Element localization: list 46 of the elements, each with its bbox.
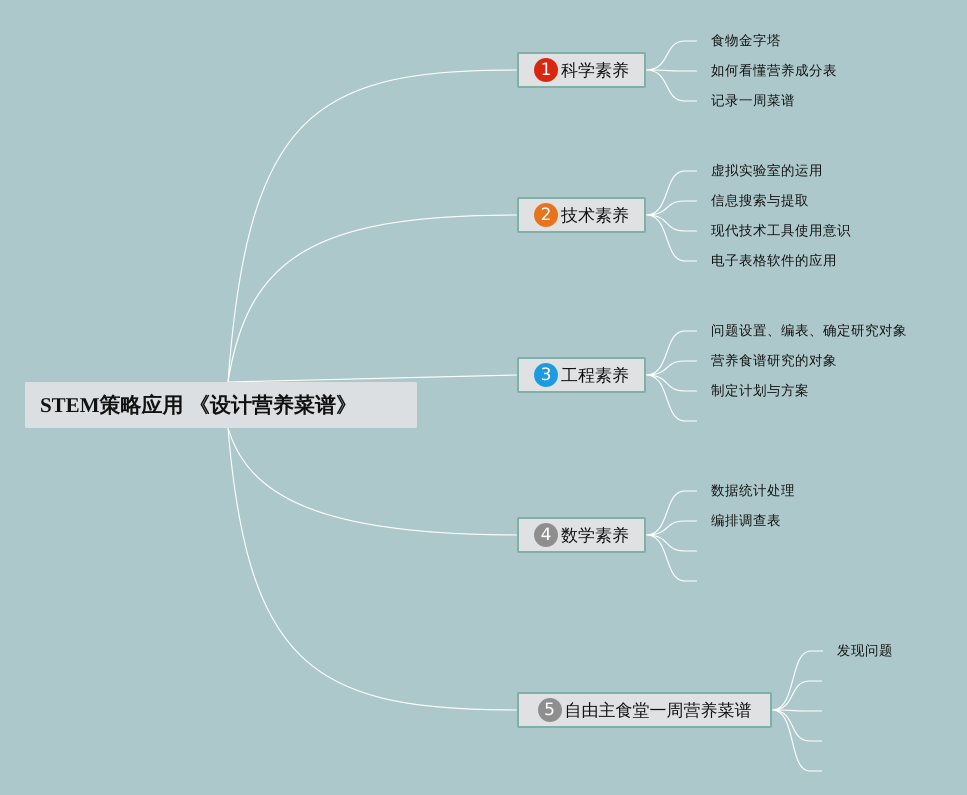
- connector-line: [772, 709, 822, 772]
- connector-line: [227, 214, 517, 382]
- subtopic-label: 编排调查表: [711, 512, 781, 530]
- connector-line: [646, 330, 697, 376]
- connector-line: [646, 69, 697, 102]
- subtopic-label: 虚拟实验室的运用: [711, 162, 823, 180]
- subtopic-label: 发现问题: [837, 642, 893, 660]
- number-circle: 5: [538, 698, 562, 722]
- subtopic-label: 信息搜索与提取: [711, 192, 809, 210]
- number-circle: 3: [534, 363, 558, 387]
- connector-line: [646, 534, 697, 582]
- connector-line: [772, 650, 823, 711]
- subtopic-label: 数据统计处理: [711, 482, 795, 500]
- subtopic-label: 食物金字塔: [711, 32, 781, 50]
- connector-line: [646, 374, 697, 422]
- topic-box: [517, 692, 772, 728]
- subtopic-label: 记录一周菜谱: [711, 92, 795, 110]
- connector-line: [646, 170, 697, 216]
- subtopic-label: 问题设置、编表、确定研究对象: [711, 322, 907, 340]
- connector-line: [646, 490, 697, 536]
- topic-box: [517, 357, 646, 393]
- topic-label: 工程素养: [561, 364, 629, 386]
- subtopic-label: 如何看懂营养成分表: [711, 62, 837, 80]
- subtopic-label: 现代技术工具使用意识: [711, 222, 851, 240]
- connector-line: [646, 214, 697, 262]
- number-circle: 2: [534, 203, 558, 227]
- number-circle: 4: [534, 523, 558, 547]
- connector-line: [228, 374, 518, 383]
- number-circle: 1: [534, 58, 558, 82]
- subtopic-label: 制定计划与方案: [711, 382, 809, 400]
- connector-line: [227, 69, 518, 382]
- root-topic-title: STEM策略应用 《设计营养菜谱》: [40, 392, 357, 419]
- topic-box: [517, 197, 646, 233]
- subtopic-label: 电子表格软件的应用: [711, 252, 837, 270]
- connector-line: [227, 428, 517, 536]
- topic-label: 科学素养: [561, 60, 629, 82]
- topic-box: [517, 517, 646, 553]
- connector-line: [646, 40, 697, 71]
- subtopic-label: 营养食谱研究的对象: [711, 352, 837, 370]
- topic-label: 技术素养: [561, 204, 629, 226]
- connector-line: [227, 428, 518, 711]
- topic-box: [517, 52, 646, 88]
- topic-label: 数学素养: [561, 524, 629, 546]
- root-topic-box: [25, 382, 417, 428]
- topic-label: 自由主食堂一周营养菜谱: [564, 700, 752, 722]
- connector-line: [772, 680, 822, 711]
